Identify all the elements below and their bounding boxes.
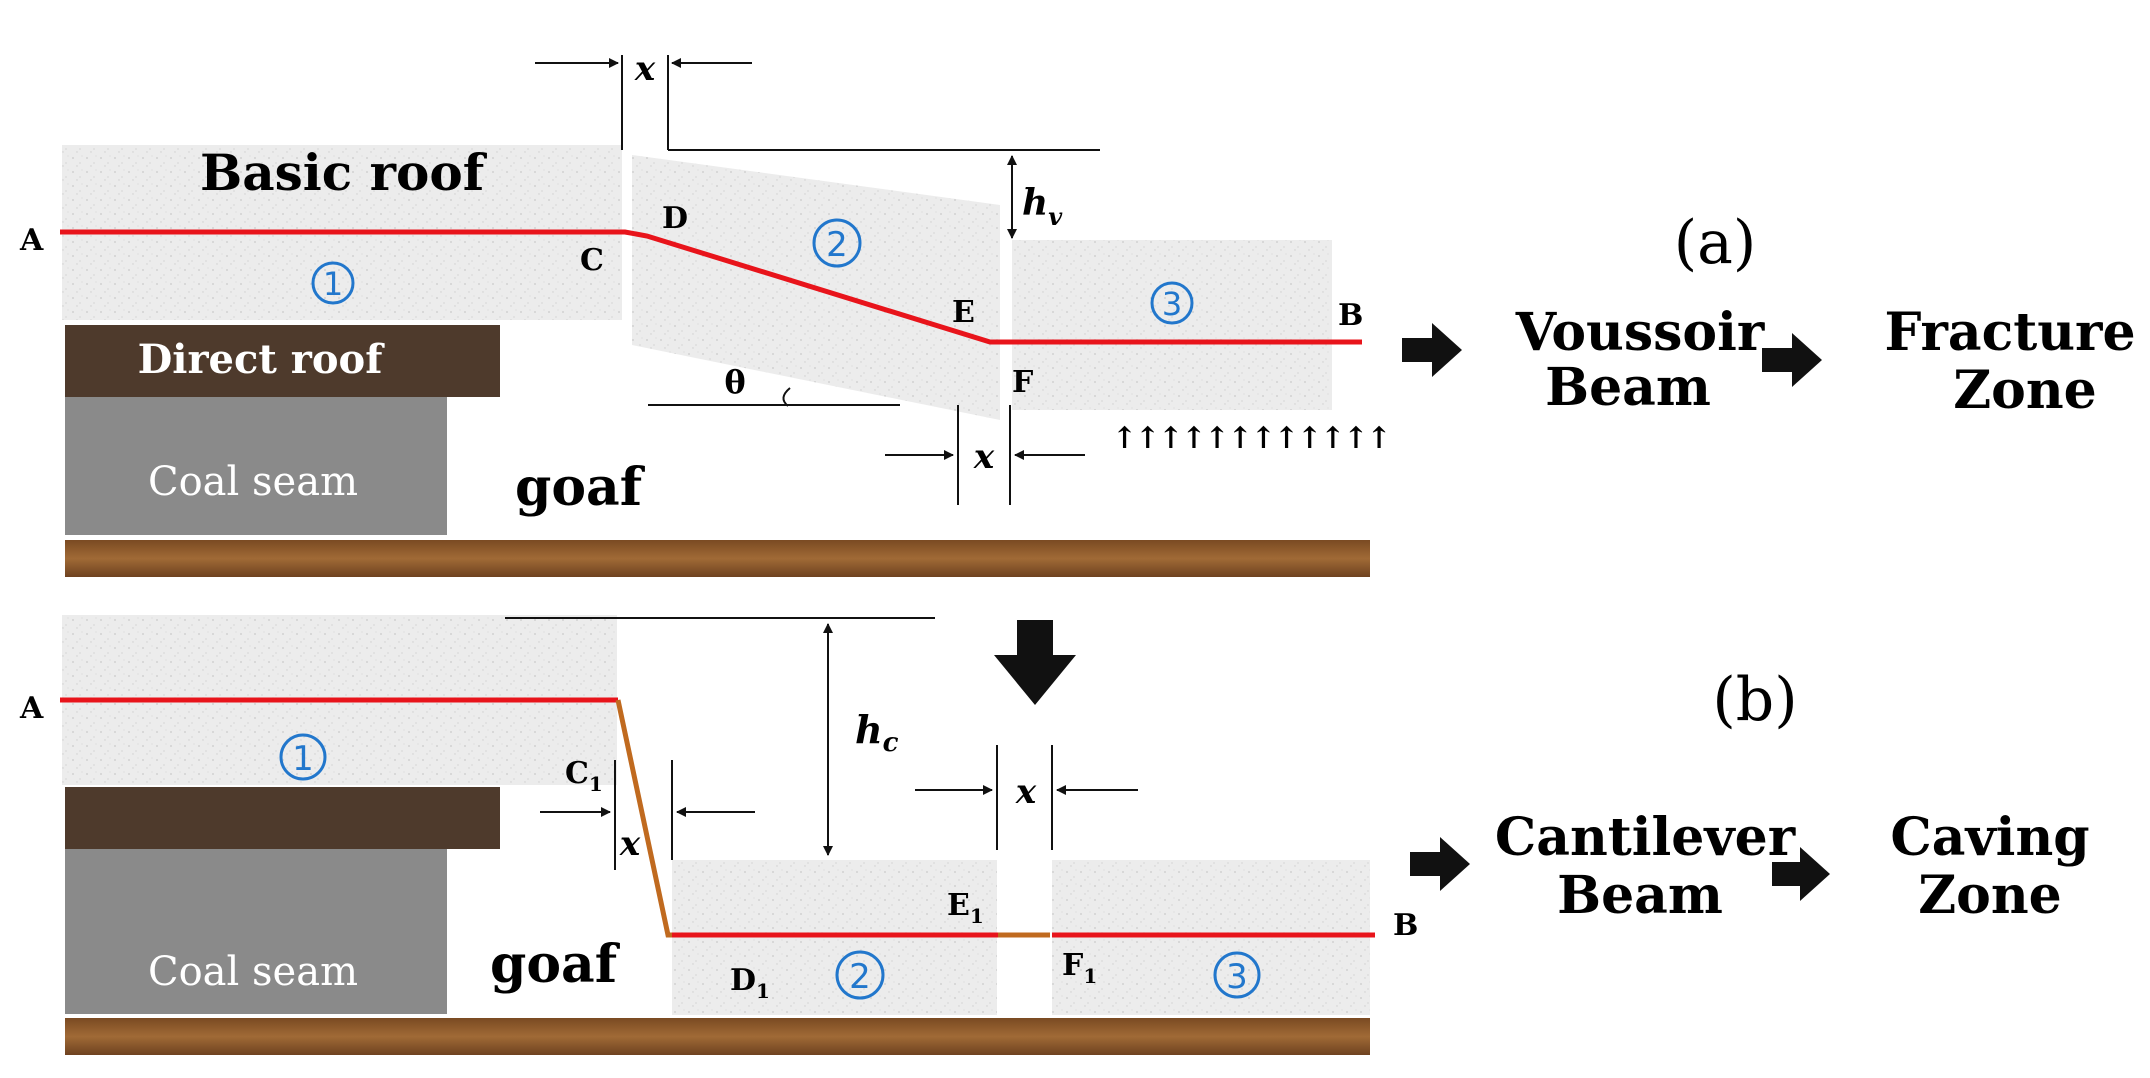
point-a-label: A: [19, 223, 44, 258]
b-block-2-number: 2: [835, 950, 885, 1000]
point-c-label: C: [580, 243, 604, 278]
arrow-to-caving-zone: [1772, 847, 1830, 901]
fracture-zone-line1: Fracture: [1884, 302, 2135, 363]
gap-bottom-label: x: [973, 437, 995, 477]
goaf-label: goaf: [515, 457, 646, 518]
b-point-a-label: A: [19, 691, 44, 726]
cantilever-beam-line1: Cantilever: [1495, 807, 1796, 868]
coal-seam-label: Coal seam: [148, 459, 358, 505]
b-point-d1-label: D1: [730, 963, 770, 1003]
b-gap-left-label: x: [619, 824, 641, 864]
arrow-to-cantilever: [1410, 837, 1470, 891]
svg-text:3: 3: [1162, 285, 1182, 323]
b-block-3-number: 3: [1213, 951, 1261, 999]
svg-text:1: 1: [323, 265, 343, 303]
caving-zone-line1: Caving: [1890, 807, 2089, 868]
b-coal-seam-block: [65, 849, 447, 1014]
panel-a: x hv θ x ↑↑↑↑↑↑↑↑↑↑↑↑ Basic roof Direct …: [19, 49, 2136, 577]
b-coal-seam-label: Coal seam: [148, 949, 358, 995]
basic-roof-label: Basic roof: [200, 143, 488, 202]
cantilever-beam-line2: Beam: [1557, 865, 1723, 926]
point-e-label: E: [952, 295, 975, 330]
b-block-1-number: 1: [279, 733, 327, 781]
floor-layer: [65, 540, 1370, 577]
block-2-number: 2: [812, 218, 862, 268]
support-pressure-arrows: ↑↑↑↑↑↑↑↑↑↑↑↑: [1112, 421, 1390, 456]
arrow-to-voussoir: [1402, 323, 1462, 377]
point-f-label: F: [1012, 365, 1033, 400]
theta-arc: [782, 387, 791, 407]
svg-text:3: 3: [1226, 957, 1248, 997]
theta-label: θ: [724, 363, 745, 401]
b-point-e1-label: E1: [947, 888, 984, 928]
gap-top-label: x: [634, 49, 656, 89]
arrow-a-to-b: [994, 620, 1076, 705]
roof-deflection-line-a: [60, 229, 1362, 345]
block-1-number: 1: [311, 261, 355, 305]
arrow-to-fracture-zone: [1762, 333, 1822, 387]
point-d-label: D: [662, 201, 688, 236]
b-gap-right-label: x: [1015, 772, 1037, 812]
b-direct-roof-layer: [65, 787, 500, 849]
svg-text:2: 2: [849, 957, 871, 997]
b-point-b-label: B: [1393, 908, 1418, 943]
block-3-number: 3: [1150, 281, 1194, 325]
b-goaf-label: goaf: [490, 934, 621, 995]
hc-label: hc: [855, 707, 899, 758]
voussoir-beam-line1: Voussoir: [1515, 302, 1765, 363]
b-point-f1-label: F1: [1062, 948, 1097, 988]
point-b-label: B: [1338, 298, 1363, 333]
block-3-rock: [1012, 240, 1332, 410]
caving-zone-line2: Zone: [1918, 865, 2062, 926]
direct-roof-label: Direct roof: [138, 336, 386, 383]
svg-text:2: 2: [826, 225, 848, 265]
svg-text:1: 1: [292, 739, 314, 779]
b-floor-layer: [65, 1018, 1370, 1055]
coal-seam-block: [65, 397, 447, 535]
voussoir-beam-line2: Beam: [1545, 357, 1711, 418]
panel-b-label: (b): [1712, 665, 1797, 735]
hv-label: hv: [1022, 182, 1063, 231]
panel-b: hc x x Coal seam goaf A C1 D1 E1 F1 B 1 …: [19, 615, 2090, 1055]
direct-roof-layer: [65, 325, 500, 397]
fracture-zone-line2: Zone: [1953, 360, 2097, 421]
b-point-c1-label: C1: [565, 756, 603, 796]
panel-a-label: (a): [1674, 208, 1757, 278]
